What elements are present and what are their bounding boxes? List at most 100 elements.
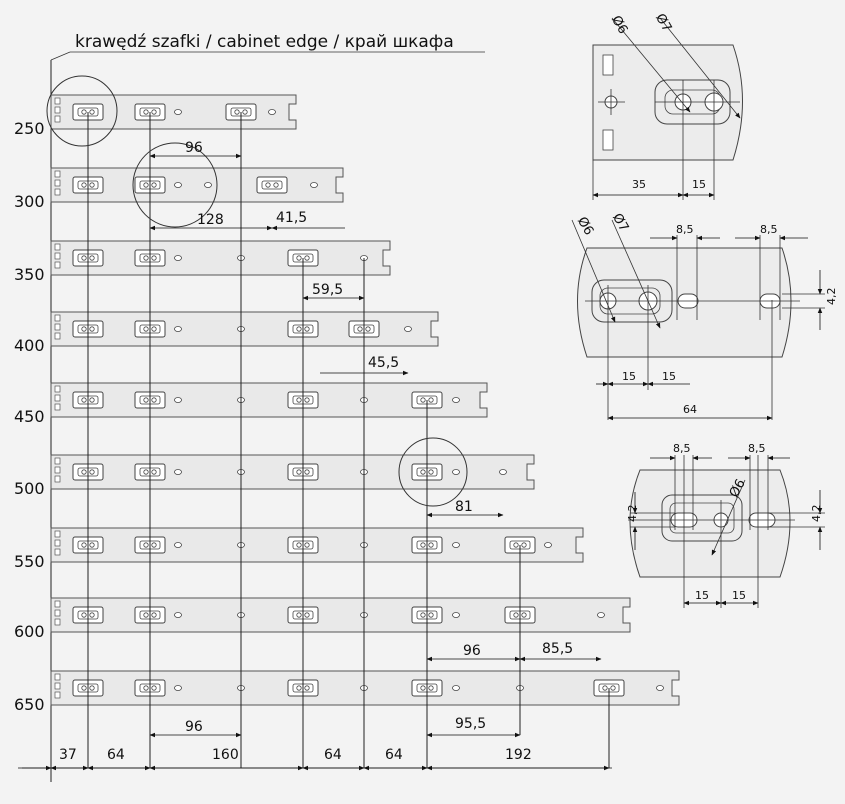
svg-text:15: 15	[662, 370, 676, 383]
small-hole	[174, 109, 182, 115]
rail-length-label: 500	[14, 479, 45, 498]
detail-bottom: 8,5 8,5 Ø6 4,2 4,2 15 15	[626, 442, 825, 608]
svg-text:96: 96	[463, 643, 481, 659]
small-hole	[656, 685, 664, 691]
small-hole	[452, 469, 460, 475]
end-hole	[54, 323, 61, 331]
end-hole	[54, 548, 61, 556]
svg-text:15: 15	[692, 178, 706, 191]
svg-text:4,2: 4,2	[810, 505, 823, 523]
end-hole	[54, 673, 61, 681]
svg-text:85,5: 85,5	[542, 641, 573, 657]
end-hole	[54, 466, 61, 474]
small-hole	[174, 542, 182, 548]
small-hole	[452, 542, 460, 548]
svg-text:81: 81	[455, 499, 473, 515]
small-hole	[404, 326, 412, 332]
rail-row: 350	[14, 240, 391, 284]
svg-text:41,5: 41,5	[276, 210, 307, 226]
svg-text:95,5: 95,5	[455, 716, 486, 732]
svg-text:96: 96	[185, 719, 203, 735]
rail-length-label: 650	[14, 695, 45, 714]
rail-dimensions: 96 128 41,5 59,5 45,5 81 96 85,5 96 95,5	[149, 140, 602, 738]
end-hole	[54, 600, 61, 608]
detail-middle: 8,5 8,5 4,2 Ø6 Ø7 15 15 64	[571, 211, 838, 421]
highlight-circle-250	[46, 75, 118, 147]
svg-text:37: 37	[59, 747, 77, 763]
end-hole	[54, 97, 61, 105]
end-hole	[54, 530, 61, 538]
end-hole	[54, 332, 61, 340]
svg-text:8,5: 8,5	[760, 223, 778, 236]
svg-text:35: 35	[632, 178, 646, 191]
svg-text:8,5: 8,5	[676, 223, 694, 236]
end-hole	[54, 475, 61, 483]
svg-text:Ø6: Ø6	[608, 13, 630, 37]
end-hole	[54, 170, 61, 178]
svg-text:15: 15	[622, 370, 636, 383]
end-hole	[54, 682, 61, 690]
svg-text:64: 64	[385, 747, 403, 763]
svg-text:8,5: 8,5	[748, 442, 766, 455]
svg-text:96: 96	[185, 140, 203, 156]
rail-row: 650	[14, 670, 680, 714]
rail-row: 550	[14, 527, 584, 571]
rail-length-label: 400	[14, 336, 45, 355]
rail-row: 600	[14, 597, 631, 641]
svg-text:160: 160	[212, 747, 239, 763]
hole-axis-lines	[87, 112, 610, 768]
svg-text:59,5: 59,5	[312, 282, 343, 298]
end-hole	[54, 618, 61, 626]
svg-text:15: 15	[732, 589, 746, 602]
small-hole	[452, 685, 460, 691]
highlight-circle-500	[398, 437, 468, 507]
end-hole	[54, 261, 61, 269]
end-hole	[54, 252, 61, 260]
small-hole	[174, 469, 182, 475]
rail-row: 300	[14, 167, 344, 211]
rail-rows: 250 300 350 400 450 500 550 600 650	[14, 94, 680, 714]
detail-top: Ø6 Ø7 35 15	[592, 11, 743, 200]
end-hole	[54, 457, 61, 465]
end-hole	[54, 115, 61, 123]
rail-length-label: 250	[14, 119, 45, 138]
svg-text:4,2: 4,2	[825, 288, 838, 306]
svg-text:Ø6: Ø6	[574, 215, 596, 239]
end-hole	[54, 609, 61, 617]
rail-length-label: 450	[14, 407, 45, 426]
small-hole	[452, 397, 460, 403]
rail-length-label: 600	[14, 622, 45, 641]
end-hole	[54, 385, 61, 393]
cabinet-edge-title: krawędź szafki / cabinet edge / край шка…	[75, 32, 454, 52]
mounting-slot	[256, 176, 288, 194]
rail-row: 450	[14, 382, 488, 426]
small-hole	[174, 182, 182, 188]
end-hole	[54, 691, 61, 699]
rail-length-label: 300	[14, 192, 45, 211]
small-hole	[310, 182, 318, 188]
small-hole	[174, 612, 182, 618]
svg-text:192: 192	[505, 747, 532, 763]
svg-text:64: 64	[107, 747, 125, 763]
small-hole	[174, 255, 182, 261]
small-hole	[544, 542, 552, 548]
small-hole	[499, 469, 507, 475]
end-hole	[54, 243, 61, 251]
rail-length-label: 550	[14, 552, 45, 571]
small-hole	[268, 109, 276, 115]
rail-row: 500	[14, 454, 535, 498]
end-hole	[54, 188, 61, 196]
end-hole	[54, 394, 61, 402]
small-hole	[174, 397, 182, 403]
svg-text:8,5: 8,5	[673, 442, 691, 455]
rail-length-label: 350	[14, 265, 45, 284]
small-hole	[174, 326, 182, 332]
end-hole	[54, 403, 61, 411]
small-hole	[174, 685, 182, 691]
svg-text:15: 15	[695, 589, 709, 602]
svg-text:128: 128	[197, 212, 224, 228]
bottom-dimension-chain: 37 64 160 64 64 192	[18, 747, 612, 771]
end-hole	[54, 539, 61, 547]
